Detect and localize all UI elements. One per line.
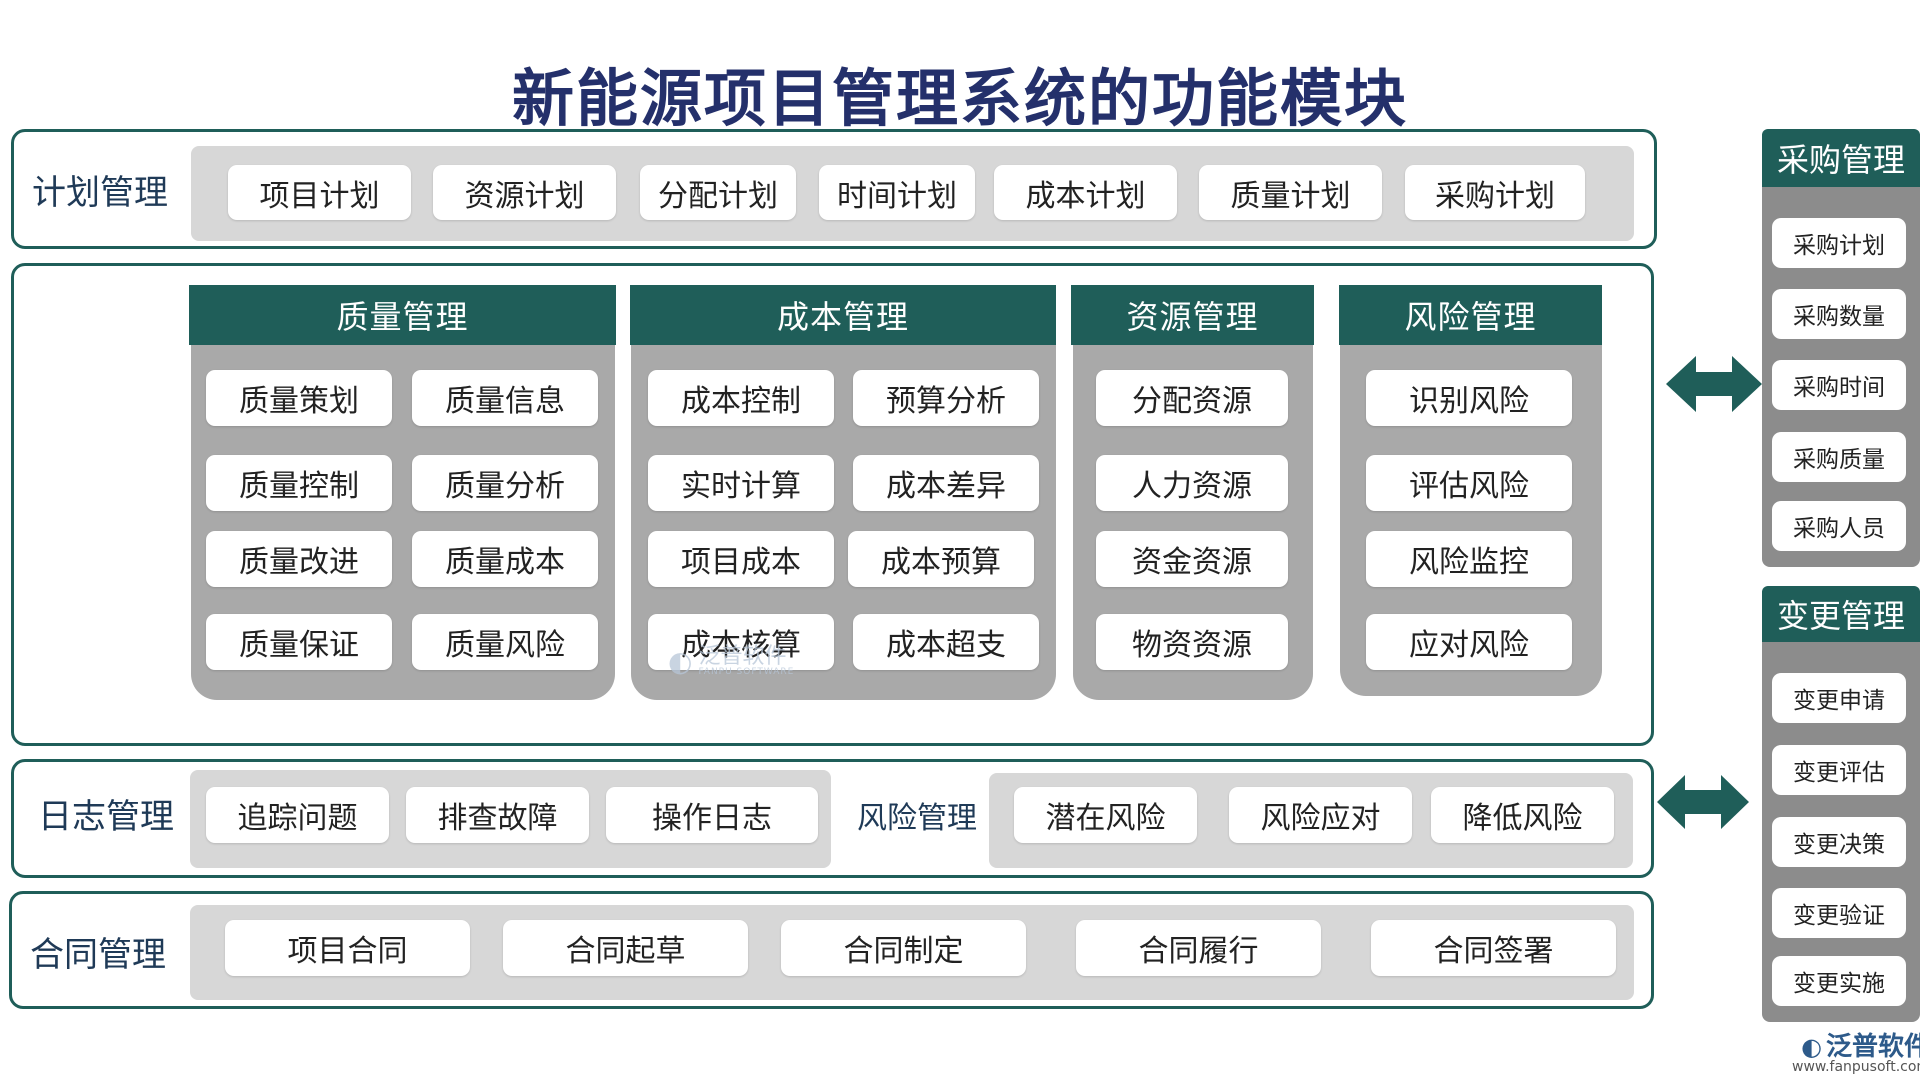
resource-header: 资源管理 <box>1071 285 1314 345</box>
cost-item[interactable]: 成本控制 <box>648 370 834 426</box>
cost-item[interactable]: 预算分析 <box>853 370 1039 426</box>
change-header: 变更管理 <box>1762 586 1920 642</box>
plan-item[interactable]: 资源计划 <box>433 165 616 220</box>
quality-item[interactable]: 质量改进 <box>206 531 392 587</box>
plan-item[interactable]: 采购计划 <box>1405 165 1585 220</box>
change-item[interactable]: 变更实施 <box>1772 956 1906 1006</box>
brand-name: 泛普软件 <box>1826 1032 1920 1062</box>
log-risk-item[interactable]: 降低风险 <box>1431 787 1614 843</box>
quality-item[interactable]: 质量保证 <box>206 614 392 670</box>
change-item[interactable]: 变更评估 <box>1772 745 1906 795</box>
cost-item[interactable]: 成本差异 <box>853 455 1039 511</box>
change-item[interactable]: 变更验证 <box>1772 888 1906 938</box>
purchase-item[interactable]: 采购人员 <box>1772 501 1906 551</box>
contract-item[interactable]: 合同签署 <box>1371 920 1616 976</box>
purchase-header: 采购管理 <box>1762 129 1920 187</box>
resource-item[interactable]: 物资资源 <box>1096 614 1288 670</box>
purchase-panel <box>1762 129 1920 567</box>
plan-item[interactable]: 质量计划 <box>1199 165 1382 220</box>
contract-label: 合同管理 <box>30 934 166 975</box>
quality-item[interactable]: 质量控制 <box>206 455 392 511</box>
risk-item[interactable]: 风险监控 <box>1366 531 1572 587</box>
contract-item[interactable]: 合同起草 <box>503 920 748 976</box>
purchase-item[interactable]: 采购数量 <box>1772 289 1906 339</box>
resource-item[interactable]: 分配资源 <box>1096 370 1288 426</box>
plan-label: 计划管理 <box>32 172 168 213</box>
purchase-item[interactable]: 采购时间 <box>1772 360 1906 410</box>
contract-item[interactable]: 合同制定 <box>781 920 1026 976</box>
brand-logo: ◐ 泛普软件 www.fanpusoft.com <box>1792 1034 1920 1074</box>
watermark-subtext: FANPU SOFTWARE <box>698 667 795 677</box>
watermark: ◐ 泛普软件 FANPU SOFTWARE <box>668 645 794 678</box>
watermark-logo-icon: ◐ <box>668 645 693 678</box>
quality-item[interactable]: 质量风险 <box>412 614 598 670</box>
resource-item[interactable]: 资金资源 <box>1096 531 1288 587</box>
log-item[interactable]: 排查故障 <box>406 787 589 843</box>
contract-item[interactable]: 合同履行 <box>1076 920 1321 976</box>
log-item[interactable]: 追踪问题 <box>206 787 389 843</box>
plan-item[interactable]: 时间计划 <box>819 165 975 220</box>
log-risk-item[interactable]: 风险应对 <box>1229 787 1412 843</box>
cost-item[interactable]: 实时计算 <box>648 455 834 511</box>
cost-item[interactable]: 成本核算 <box>648 614 834 670</box>
plan-item[interactable]: 项目计划 <box>228 165 411 220</box>
log-risk-label: 风险管理 <box>857 801 977 836</box>
risk-item[interactable]: 识别风险 <box>1366 370 1572 426</box>
contract-item[interactable]: 项目合同 <box>225 920 470 976</box>
cost-item[interactable]: 成本超支 <box>853 614 1039 670</box>
change-item[interactable]: 变更决策 <box>1772 817 1906 867</box>
quality-item[interactable]: 质量策划 <box>206 370 392 426</box>
log-item[interactable]: 操作日志 <box>606 787 818 843</box>
cost-header: 成本管理 <box>630 285 1056 345</box>
cost-item[interactable]: 成本预算 <box>848 531 1034 587</box>
risk-header: 风险管理 <box>1339 285 1602 345</box>
change-item[interactable]: 变更申请 <box>1772 673 1906 723</box>
purchase-item[interactable]: 采购质量 <box>1772 432 1906 482</box>
watermark-text: 泛普软件 <box>698 644 787 669</box>
quality-header: 质量管理 <box>189 285 616 345</box>
quality-item[interactable]: 质量信息 <box>412 370 598 426</box>
brand-logo-icon: ◐ <box>1801 1033 1823 1061</box>
double-arrow-icon <box>1666 356 1762 412</box>
cost-item[interactable]: 项目成本 <box>648 531 834 587</box>
quality-item[interactable]: 质量成本 <box>412 531 598 587</box>
change-panel <box>1762 586 1920 1022</box>
quality-item[interactable]: 质量分析 <box>412 455 598 511</box>
brand-url: www.fanpusoft.com <box>1792 1059 1920 1075</box>
double-arrow-icon <box>1657 775 1749 829</box>
risk-item[interactable]: 评估风险 <box>1366 455 1572 511</box>
log-label: 日志管理 <box>38 796 174 837</box>
page-title: 新能源项目管理系统的功能模块 <box>511 62 1408 135</box>
plan-item[interactable]: 成本计划 <box>994 165 1177 220</box>
plan-item[interactable]: 分配计划 <box>640 165 796 220</box>
risk-item[interactable]: 应对风险 <box>1366 614 1572 670</box>
log-risk-item[interactable]: 潜在风险 <box>1014 787 1197 843</box>
resource-item[interactable]: 人力资源 <box>1096 455 1288 511</box>
purchase-item[interactable]: 采购计划 <box>1772 218 1906 268</box>
